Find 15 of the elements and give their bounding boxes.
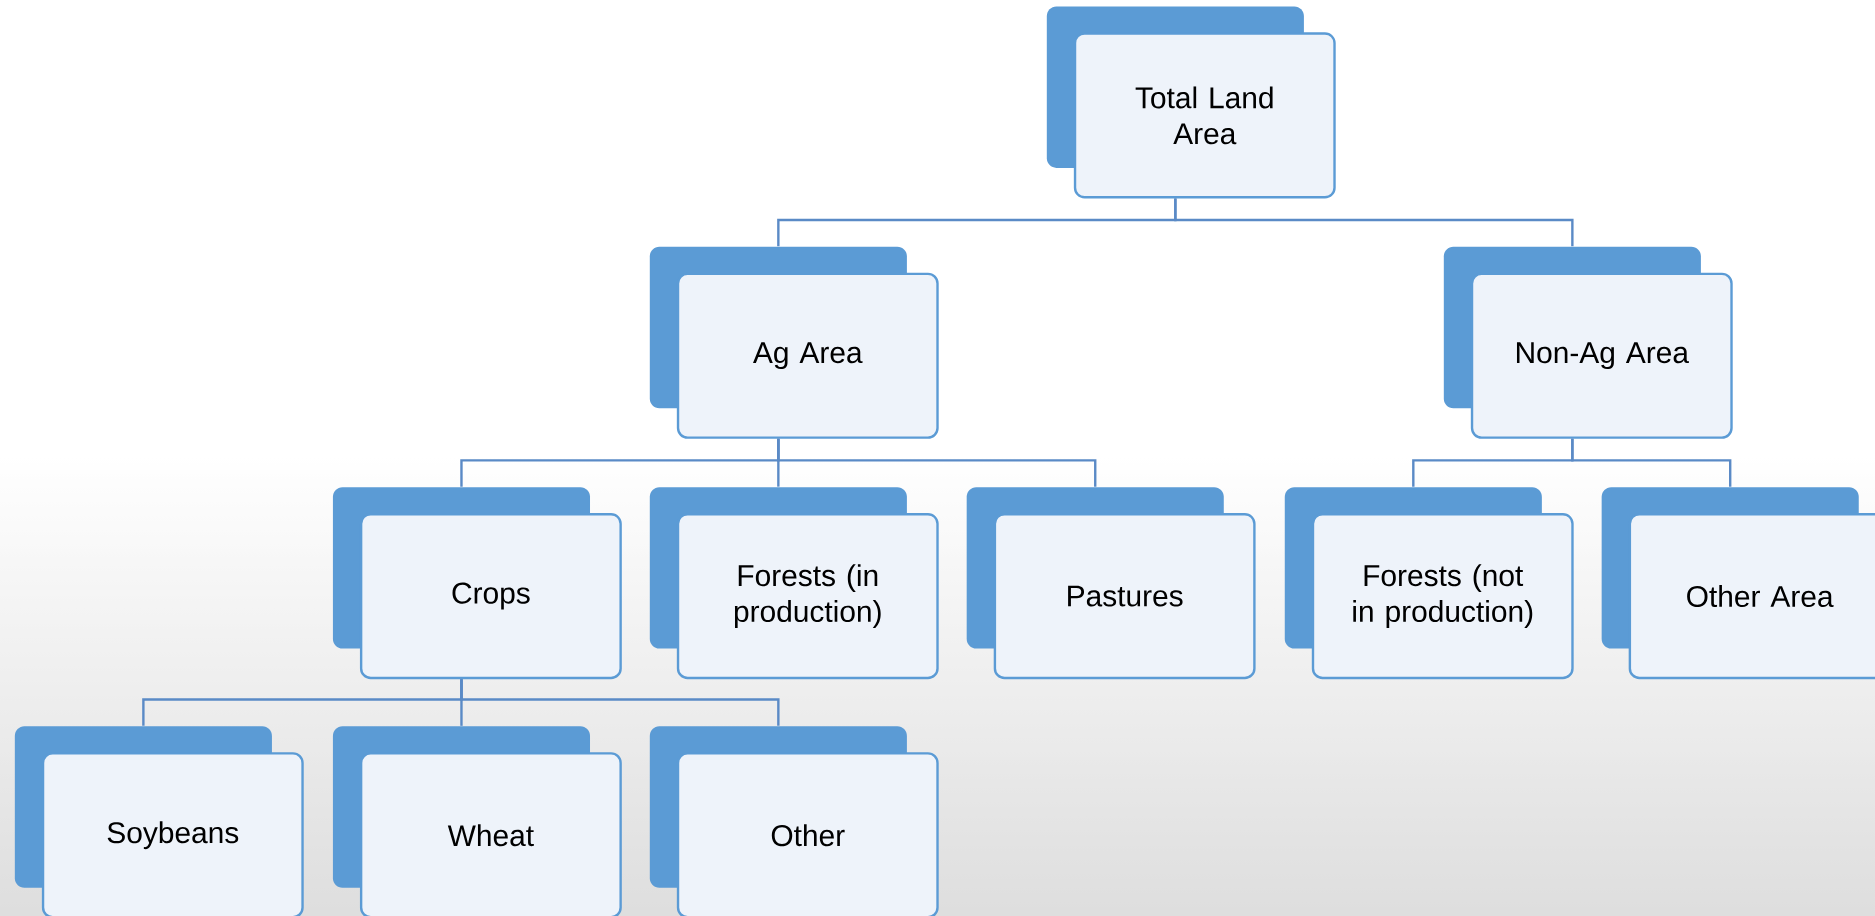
stacked-box: Crops [332, 487, 622, 680]
connector-line [1174, 198, 1574, 247]
connector-line [777, 438, 1097, 487]
stacked-box: Pastures [966, 487, 1256, 680]
connector-line [1571, 438, 1732, 487]
stacked-box: Ag Area [649, 246, 939, 439]
stacked-box: Forests (in production) [649, 487, 939, 680]
stacked-box: Forests (not in production) [1284, 487, 1574, 680]
stacked-box: Wheat [332, 726, 622, 916]
stacked-box: Soybeans [14, 726, 304, 916]
stacked-box: Total Land Area [1046, 6, 1336, 199]
connector-line [460, 679, 780, 726]
stacked-box: Non-Ag Area [1443, 246, 1733, 439]
stacked-box: Other Area [1601, 487, 1875, 680]
stacked-box: Other [649, 726, 939, 916]
